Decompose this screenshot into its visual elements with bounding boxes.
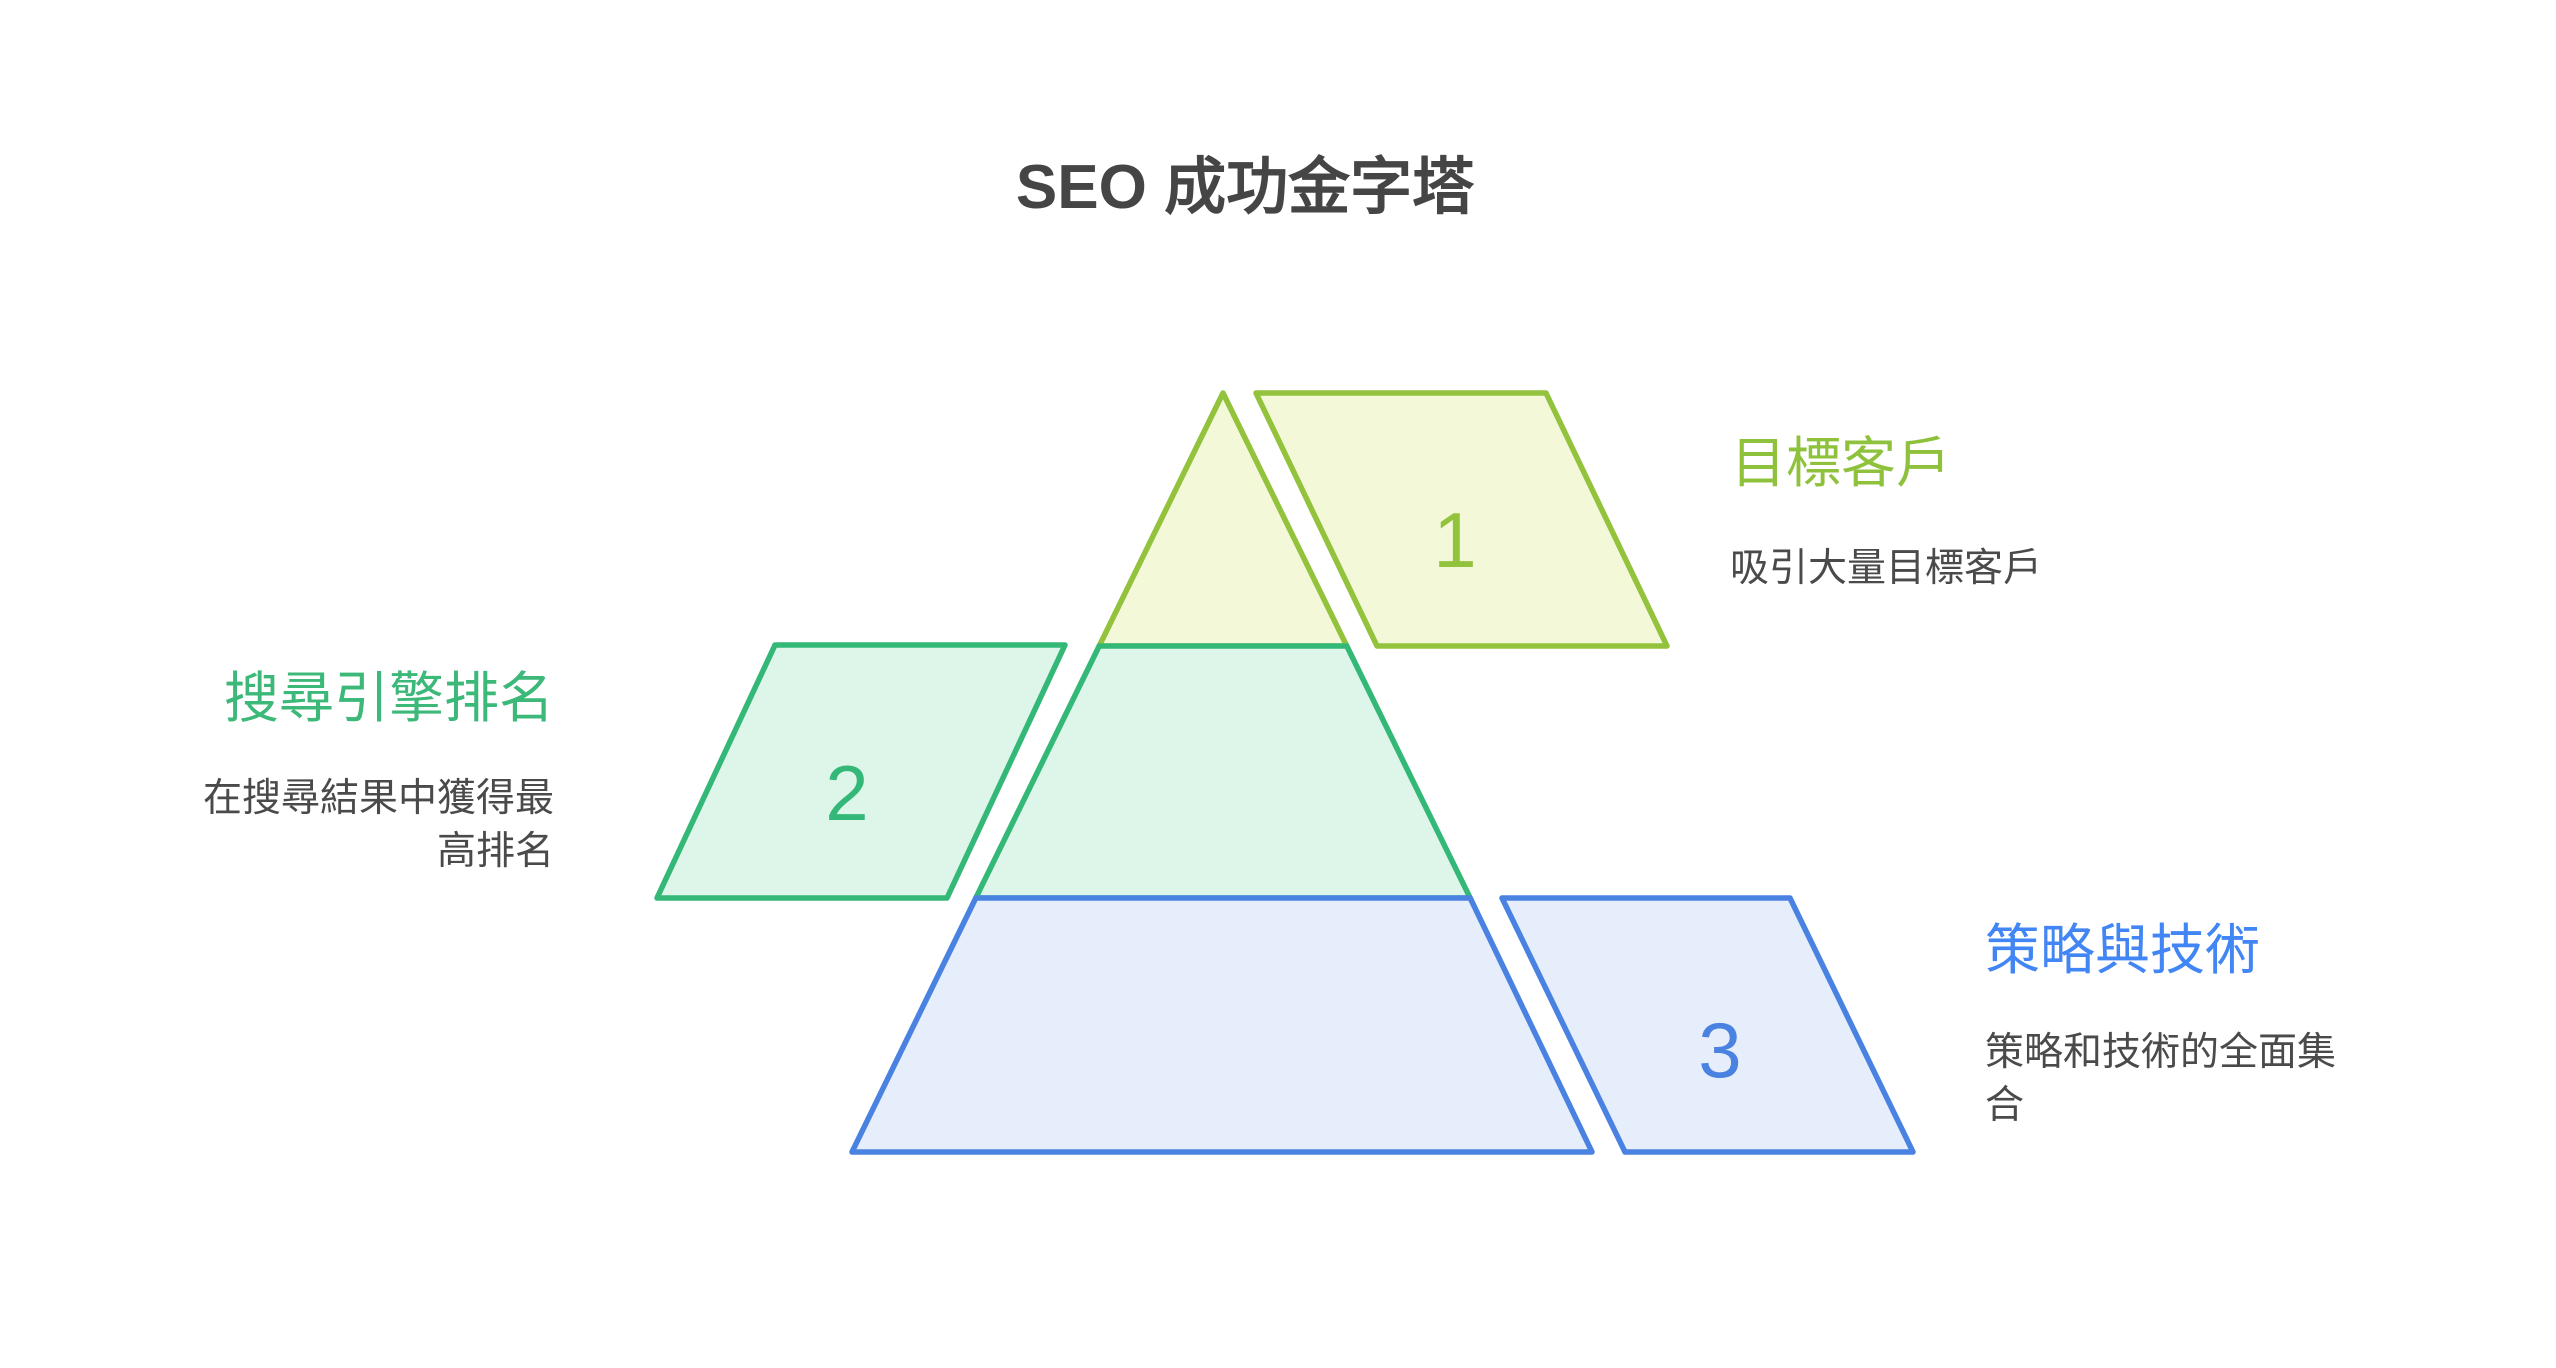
level1-number: 1: [1433, 496, 1476, 584]
tier3-trapezoid: [849, 895, 1595, 1155]
level3-number: 3: [1698, 1006, 1741, 1094]
tier3-parallelogram: [1499, 895, 1916, 1155]
diagram-title: SEO 成功金字塔: [1015, 153, 1475, 222]
level2-heading: 搜尋引擎排名: [223, 667, 554, 729]
level2-description-line: 在搜尋結果中獲得最: [202, 777, 554, 820]
level3-description-line: 合: [1985, 1084, 2025, 1127]
level1-description-line: 吸引大量目標客戶: [1730, 547, 2043, 590]
level1-heading: 目標客戶: [1731, 432, 1952, 494]
level2-description-line: 高排名: [436, 830, 554, 873]
level3-description-line: 策略和技術的全面集: [1985, 1031, 2337, 1074]
tier1-parallelogram: [1253, 390, 1670, 649]
level1-description: 吸引大量目標客戶: [1730, 542, 2160, 595]
level3-description: 策略和技術的全面集 合: [1985, 1026, 2385, 1132]
tier2-trapezoid: [973, 643, 1473, 901]
level2-number: 2: [825, 749, 868, 837]
level3-heading: 策略與技術: [1985, 919, 2261, 981]
level2-description: 在搜尋結果中獲得最 高排名: [134, 772, 554, 878]
tier2-parallelogram: [654, 642, 1068, 901]
